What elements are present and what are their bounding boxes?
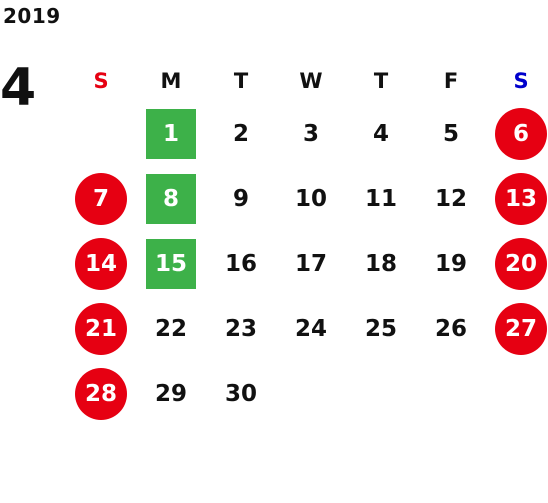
holiday-day[interactable]: 13 — [495, 172, 547, 225]
weekday-thu: T — [373, 69, 389, 93]
day-cell: 1 — [136, 101, 206, 166]
holiday-day[interactable]: 20 — [495, 237, 547, 290]
day-cell: 9 — [206, 166, 276, 231]
day-cell: 5 — [416, 101, 486, 166]
day-cell: 17 — [276, 231, 346, 296]
day-cell — [346, 361, 416, 426]
day-number[interactable]: 5 — [442, 120, 459, 147]
holiday-day[interactable]: 6 — [495, 107, 547, 160]
day-cell: 6 — [486, 101, 548, 166]
day-number[interactable]: 4 — [372, 120, 389, 147]
day-cell: 20 — [486, 231, 548, 296]
week-row: 28 29 30 — [66, 361, 548, 426]
day-cell: 16 — [206, 231, 276, 296]
day-number[interactable]: 18 — [364, 250, 397, 277]
highlighted-day[interactable]: 8 — [146, 173, 196, 224]
day-number[interactable]: 3 — [302, 120, 319, 147]
day-cell: 23 — [206, 296, 276, 361]
day-cell: 18 — [346, 231, 416, 296]
weekday-fri: F — [443, 69, 459, 93]
day-cell: 15 — [136, 231, 206, 296]
holiday-day[interactable]: 21 — [75, 302, 127, 355]
day-number[interactable]: 23 — [224, 315, 257, 342]
day-cell: 7 — [66, 166, 136, 231]
day-cell: 13 — [486, 166, 548, 231]
weekday-wed: W — [299, 69, 323, 93]
highlighted-day[interactable]: 15 — [146, 238, 196, 289]
day-cell: 3 — [276, 101, 346, 166]
day-number[interactable]: 12 — [434, 185, 467, 212]
day-cell: 29 — [136, 361, 206, 426]
day-cell — [66, 101, 136, 166]
weekday-tue: T — [233, 69, 249, 93]
day-cell — [416, 361, 486, 426]
day-number[interactable]: 11 — [364, 185, 397, 212]
holiday-day[interactable]: 7 — [75, 172, 127, 225]
day-cell: 30 — [206, 361, 276, 426]
holiday-day[interactable]: 27 — [495, 302, 547, 355]
day-cell: 27 — [486, 296, 548, 361]
holiday-day[interactable]: 28 — [75, 367, 127, 420]
weekday-sat: S — [513, 69, 529, 93]
day-number[interactable]: 29 — [154, 380, 187, 407]
day-number[interactable]: 19 — [434, 250, 467, 277]
day-cell: 8 — [136, 166, 206, 231]
day-number[interactable]: 16 — [224, 250, 257, 277]
day-cell: 4 — [346, 101, 416, 166]
month-number: 4 — [0, 58, 37, 118]
day-cell: 10 — [276, 166, 346, 231]
weekday-mon: M — [160, 69, 182, 93]
day-cell: 26 — [416, 296, 486, 361]
highlighted-day[interactable]: 1 — [146, 108, 196, 159]
day-cell: 28 — [66, 361, 136, 426]
day-cell: 25 — [346, 296, 416, 361]
day-cell: 11 — [346, 166, 416, 231]
day-cell: 24 — [276, 296, 346, 361]
day-cell: 14 — [66, 231, 136, 296]
day-cell: 22 — [136, 296, 206, 361]
week-row: 14 15 16 17 18 19 20 — [66, 231, 548, 296]
week-row: 1 2 3 4 5 6 — [66, 101, 548, 166]
year-label: 2019 — [3, 4, 61, 28]
day-cell: 12 — [416, 166, 486, 231]
holiday-day[interactable]: 14 — [75, 237, 127, 290]
day-cell: 19 — [416, 231, 486, 296]
day-number[interactable]: 25 — [364, 315, 397, 342]
day-number[interactable]: 17 — [294, 250, 327, 277]
day-number[interactable]: 30 — [224, 380, 257, 407]
day-number[interactable]: 22 — [154, 315, 187, 342]
day-number[interactable]: 2 — [232, 120, 249, 147]
day-cell: 21 — [66, 296, 136, 361]
day-cell — [486, 361, 548, 426]
weekday-sun: S — [93, 69, 109, 93]
day-cell: 2 — [206, 101, 276, 166]
day-number[interactable]: 10 — [294, 185, 327, 212]
weekday-header-row: S M T W T F S — [66, 61, 548, 101]
week-row: 21 22 23 24 25 26 27 — [66, 296, 548, 361]
day-cell — [276, 361, 346, 426]
day-number[interactable]: 9 — [232, 185, 249, 212]
day-number[interactable]: 26 — [434, 315, 467, 342]
day-number[interactable]: 24 — [294, 315, 327, 342]
